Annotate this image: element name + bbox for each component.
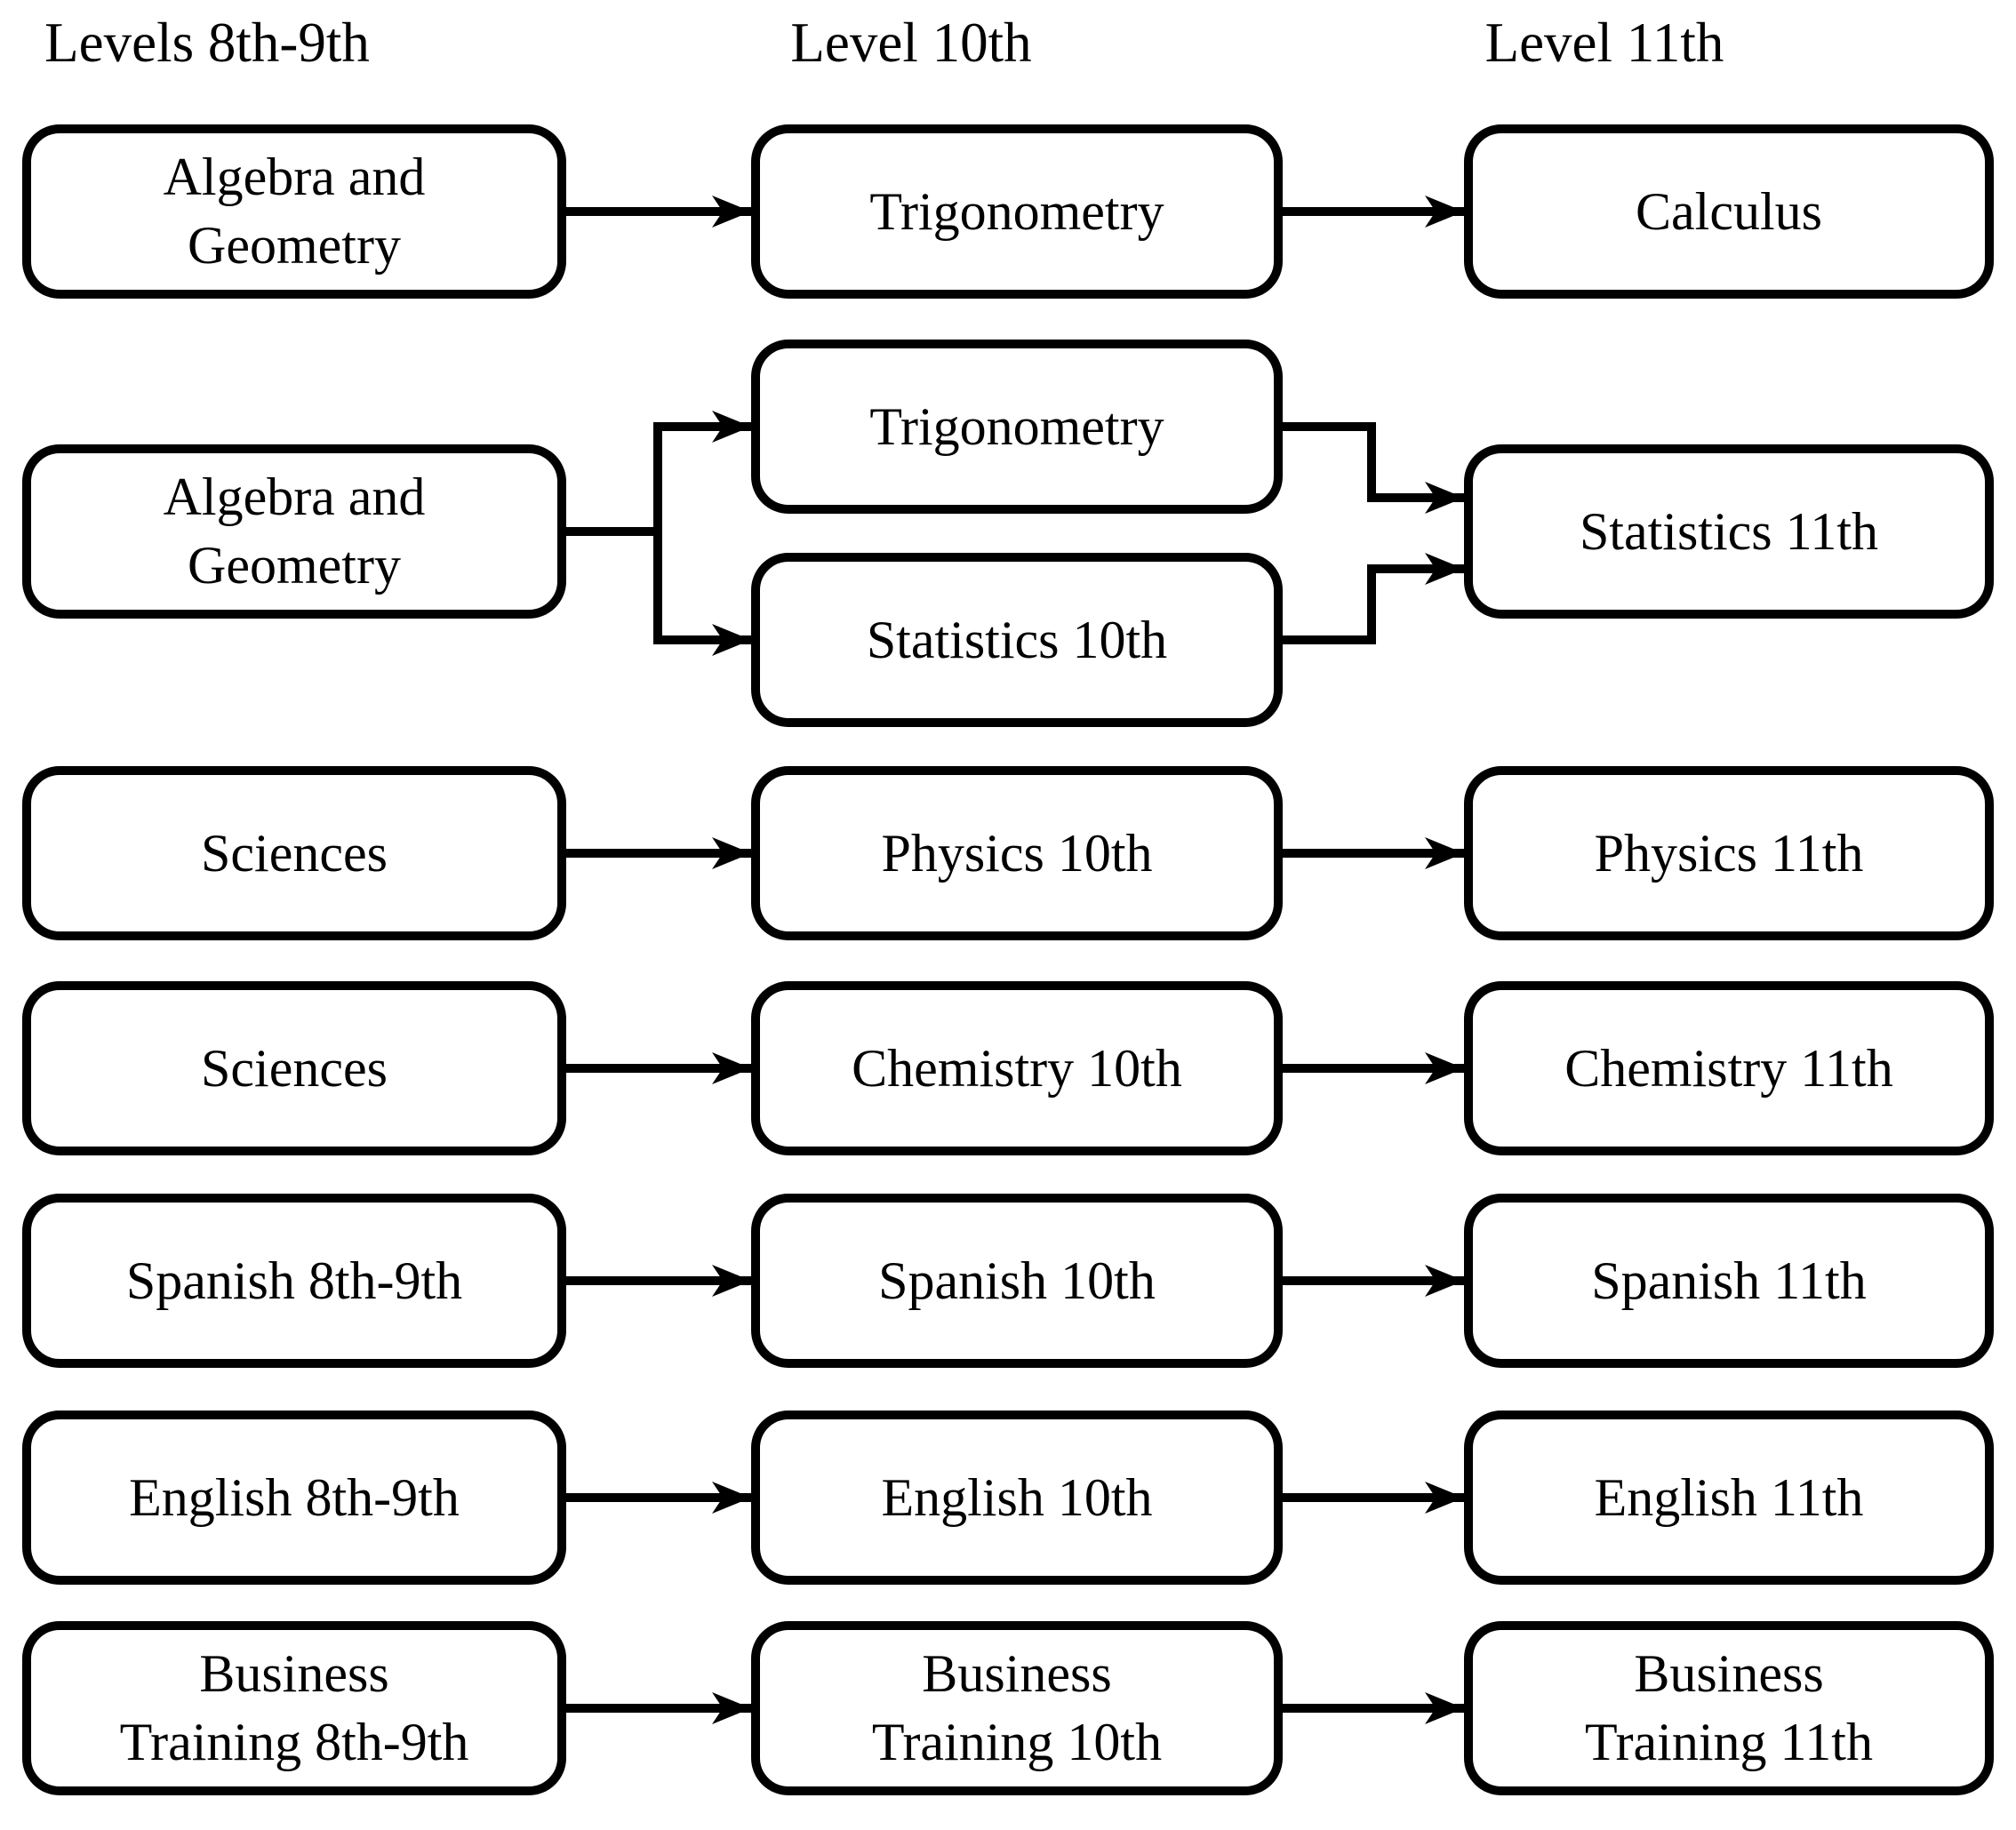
node-label: Calculus xyxy=(1636,181,1822,241)
node-label: Chemistry 11th xyxy=(1564,1038,1893,1098)
node-business-training-11th: Business Training 11th xyxy=(1464,1621,1994,1795)
node-label: Statistics 11th xyxy=(1579,501,1879,561)
node-label: Trigonometry xyxy=(869,181,1164,241)
edge-trigonometry-b-to-statistics-11 xyxy=(1283,422,1464,514)
node-sciences-row3: Sciences xyxy=(22,766,566,940)
node-label: Algebra and Geometry xyxy=(163,467,426,595)
node-english-8th-9th: English 8th-9th xyxy=(22,1410,566,1585)
node-statistics-11th: Statistics 11th xyxy=(1464,444,1994,619)
node-label: Physics 11th xyxy=(1594,823,1864,883)
node-chemistry-10th: Chemistry 10th xyxy=(751,981,1283,1155)
node-english-10th: English 10th xyxy=(751,1410,1283,1585)
node-label: Business Training 10th xyxy=(871,1644,1163,1771)
node-algebra-geometry-row2: Algebra and Geometry xyxy=(22,444,566,619)
node-label: English 10th xyxy=(881,1467,1153,1527)
node-label: English 8th-9th xyxy=(129,1467,460,1527)
node-spanish-11th: Spanish 11th xyxy=(1464,1194,1994,1368)
column-header-levels-8th-9th: Levels 8th-9th xyxy=(44,12,370,74)
column-header-level-10th: Level 10th xyxy=(790,12,1032,74)
node-label: Chemistry 10th xyxy=(852,1038,1182,1098)
node-business-training-8th-9th: Business Training 8th-9th xyxy=(22,1621,566,1795)
node-label: Algebra and Geometry xyxy=(163,148,426,275)
node-spanish-10th: Spanish 10th xyxy=(751,1194,1283,1368)
node-sciences-row4: Sciences xyxy=(22,981,566,1155)
node-label: Business Training 11th xyxy=(1585,1644,1873,1771)
node-label: Statistics 10th xyxy=(866,610,1168,669)
node-label: Sciences xyxy=(201,1038,388,1098)
node-statistics-10th: Statistics 10th xyxy=(751,553,1283,727)
column-header-level-11th: Level 11th xyxy=(1484,12,1724,74)
edge-statistics-10-to-statistics-11 xyxy=(1283,553,1464,644)
node-spanish-8th-9th: Spanish 8th-9th xyxy=(22,1194,566,1368)
node-label: Business Training 8th-9th xyxy=(119,1644,469,1771)
node-label: English 11th xyxy=(1594,1467,1864,1527)
node-business-training-10th: Business Training 10th xyxy=(751,1621,1283,1795)
node-physics-11th: Physics 11th xyxy=(1464,766,1994,940)
node-label: Spanish 11th xyxy=(1591,1251,1867,1310)
node-label: Physics 10th xyxy=(881,823,1153,883)
node-label: Spanish 10th xyxy=(878,1251,1156,1310)
node-calculus: Calculus xyxy=(1464,124,1994,299)
node-physics-10th: Physics 10th xyxy=(751,766,1283,940)
node-english-11th: English 11th xyxy=(1464,1410,1994,1585)
node-trigonometry-row1: Trigonometry xyxy=(751,124,1283,299)
edge-algebra-b-branch-trunk xyxy=(566,422,662,644)
node-label: Sciences xyxy=(201,823,388,883)
node-chemistry-11th: Chemistry 11th xyxy=(1464,981,1994,1155)
node-label: Trigonometry xyxy=(869,396,1164,456)
node-algebra-geometry-row1: Algebra and Geometry xyxy=(22,124,566,299)
node-label: Spanish 8th-9th xyxy=(125,1251,463,1310)
node-trigonometry-row2: Trigonometry xyxy=(751,340,1283,514)
